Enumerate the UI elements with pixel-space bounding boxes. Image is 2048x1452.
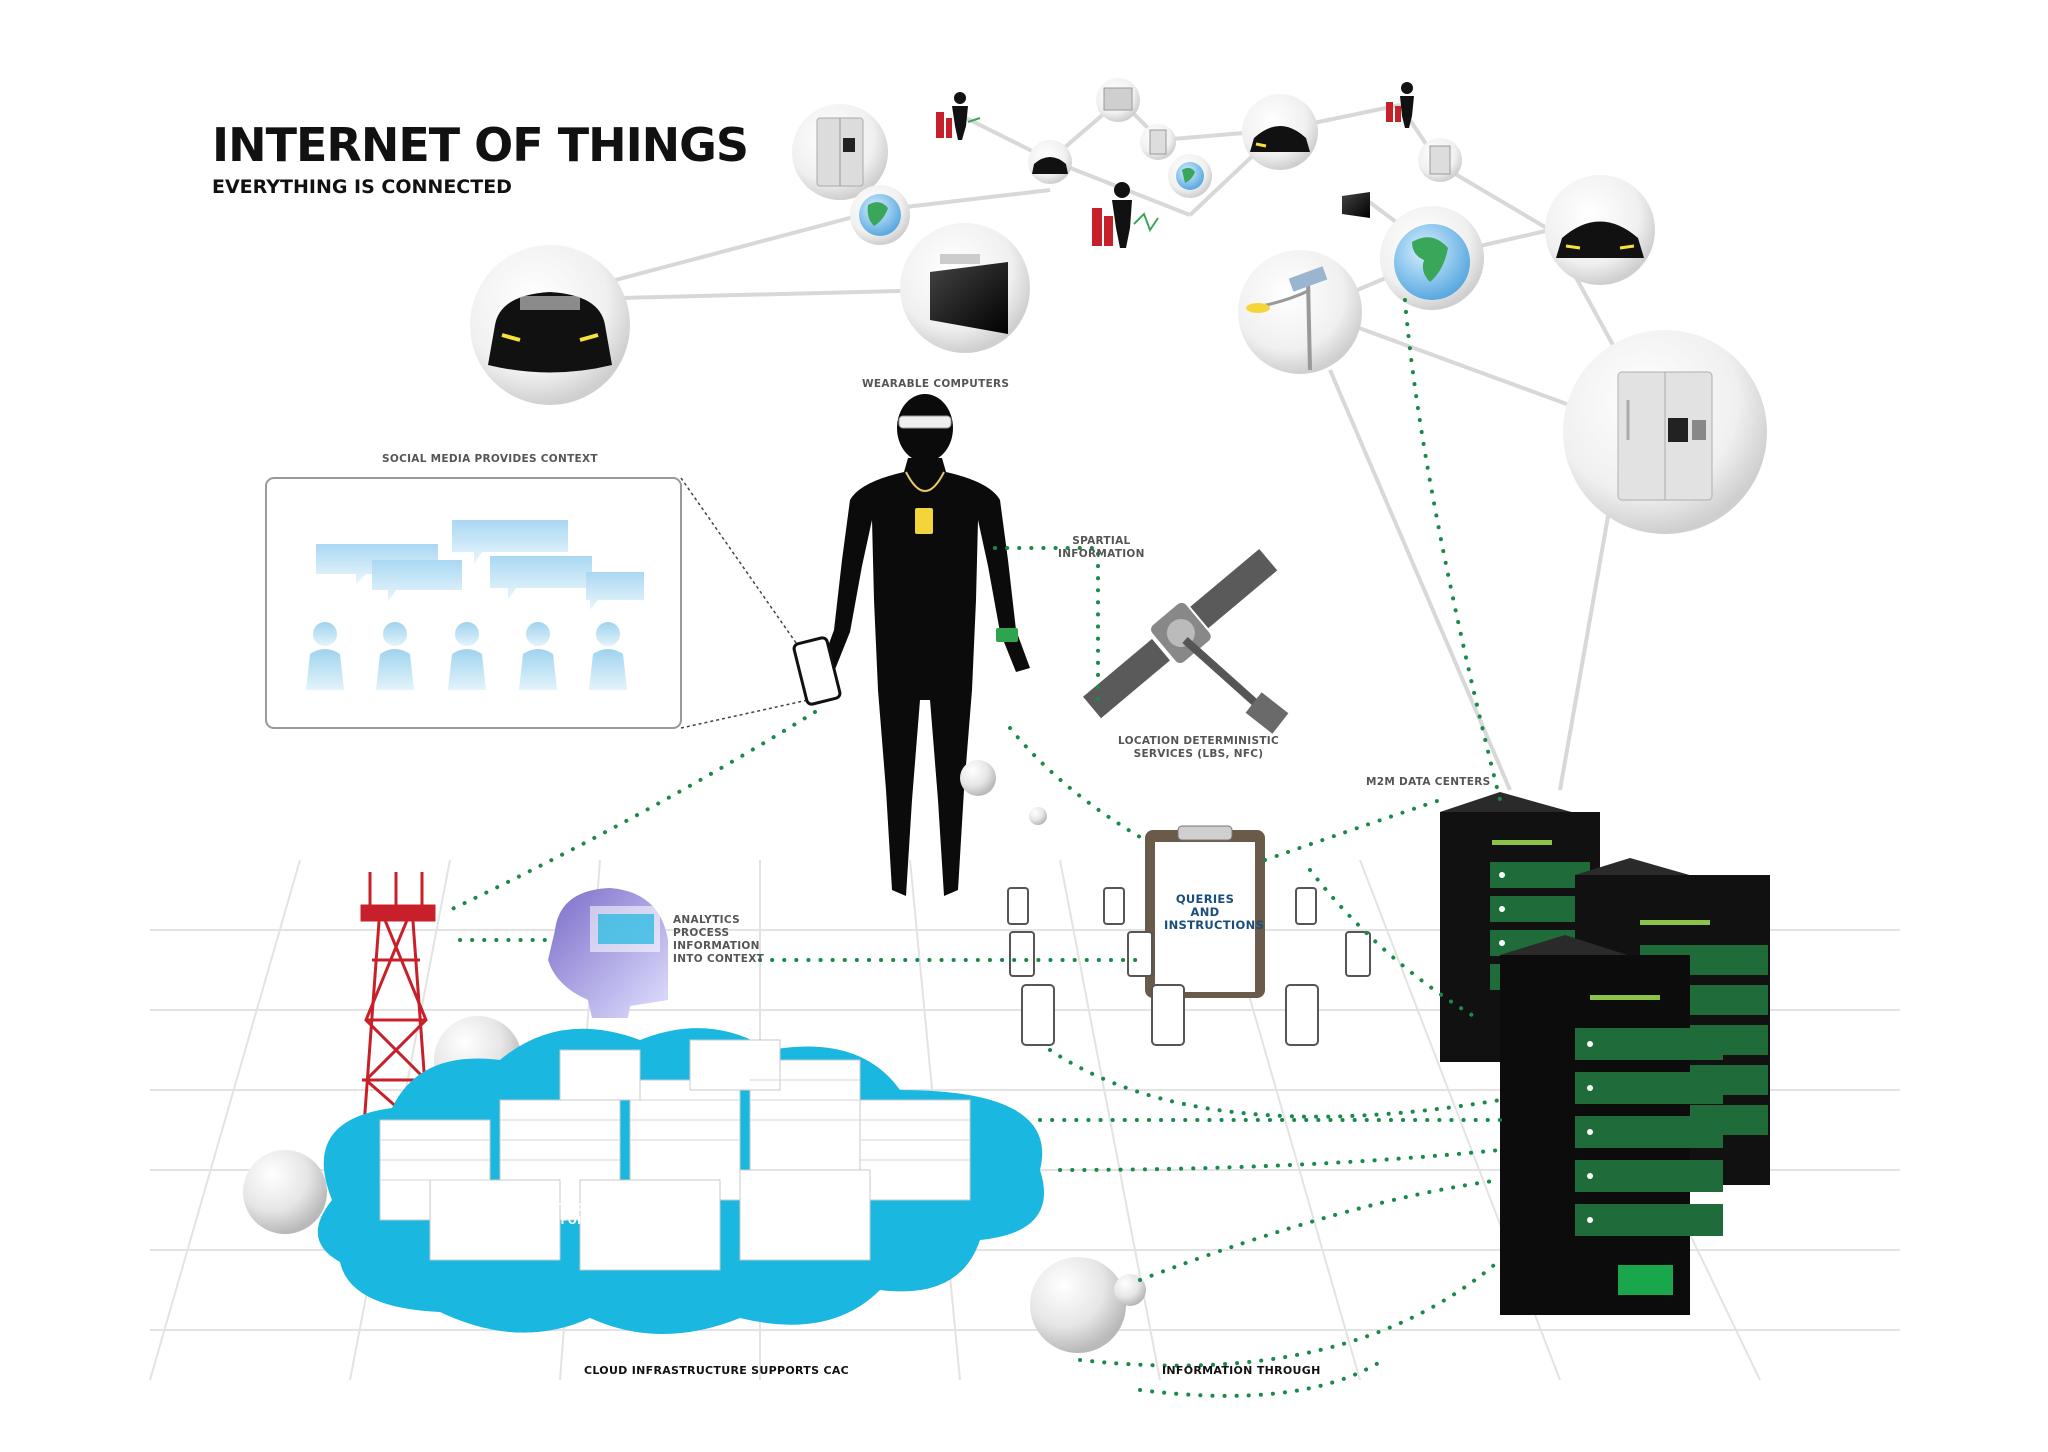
globe-bubble-tiny xyxy=(1168,154,1212,198)
fridge-bubble-tiny xyxy=(1140,124,1176,160)
label-information-through: INFORMATION THROUGH xyxy=(1162,1364,1321,1377)
label-location-line1: LOCATION DETERMINISTIC xyxy=(1118,735,1279,748)
fridge-bubble-large xyxy=(1563,330,1767,534)
label-spatial-line2: INFORMATION xyxy=(1058,548,1145,561)
fridge-bubble-left xyxy=(792,104,888,200)
label-cloud-infrastructure: CLOUD INFRASTRUCTURE SUPPORTS CAC xyxy=(584,1364,849,1377)
screen-icon-small xyxy=(1342,192,1370,218)
person-analytics-icon-middle xyxy=(1092,182,1158,248)
satellite-icon xyxy=(1077,541,1289,733)
page-title: INTERNET OF THINGS xyxy=(212,118,748,172)
server-icon-top xyxy=(1096,78,1140,122)
car-bubble-large xyxy=(470,245,630,405)
fridge-bubble-small xyxy=(1418,138,1462,182)
wearable-human-figure xyxy=(793,394,1030,896)
label-location-line2: SERVICES (LBS, NFC) xyxy=(1118,748,1279,761)
label-queries-line3: INSTRUCTIONS xyxy=(1164,919,1246,932)
server-rack-front xyxy=(1500,935,1723,1315)
cloud-big-data xyxy=(318,1028,1044,1334)
label-social-media: SOCIAL MEDIA PROVIDES CONTEXT xyxy=(382,453,598,466)
social-media-panel xyxy=(266,478,808,728)
label-spatial-info: SPARTIAL INFORMATION xyxy=(1058,535,1145,561)
label-analytics-line4: INTO CONTEXT xyxy=(673,953,764,966)
label-analytics-line3: INFORMATION xyxy=(673,940,764,953)
label-analytics-line1: ANALYTICS xyxy=(673,914,764,927)
label-big-data: BIG DATA COLLATES ALL INFORMATION xyxy=(516,1202,639,1228)
label-m2m-data-centers: M2M DATA CENTERS xyxy=(1366,776,1490,789)
label-analytics-line2: PROCESS xyxy=(673,927,764,940)
label-bigdata-line1: BIG DATA COLLATES xyxy=(516,1202,639,1215)
screen-bubble xyxy=(900,223,1030,353)
label-wearable-computers: WEARABLE COMPUTERS xyxy=(862,378,1009,391)
car-bubble-small xyxy=(1028,140,1072,184)
car-bubble-medium xyxy=(1242,94,1318,170)
label-analytics: ANALYTICS PROCESS INFORMATION INTO CONTE… xyxy=(673,914,764,966)
globe-bubble-small xyxy=(850,185,910,245)
label-location-services: LOCATION DETERMINISTIC SERVICES (LBS, NF… xyxy=(1118,735,1279,761)
label-queries-instructions: QUERIES AND INSTRUCTIONS xyxy=(1164,893,1246,932)
m2m-data-center-servers xyxy=(1440,792,1770,1315)
page-subtitle: EVERYTHING IS CONNECTED xyxy=(212,176,512,198)
globe-bubble-large xyxy=(1380,206,1484,310)
label-spatial-line1: SPARTIAL xyxy=(1058,535,1145,548)
label-bigdata-line2: ALL INFORMATION xyxy=(516,1215,639,1228)
analytics-head-icon xyxy=(548,888,668,1018)
car-bubble-right xyxy=(1545,175,1655,285)
streetlight-bubble xyxy=(1238,250,1362,374)
person-analytics-icon-top-left xyxy=(936,92,980,140)
